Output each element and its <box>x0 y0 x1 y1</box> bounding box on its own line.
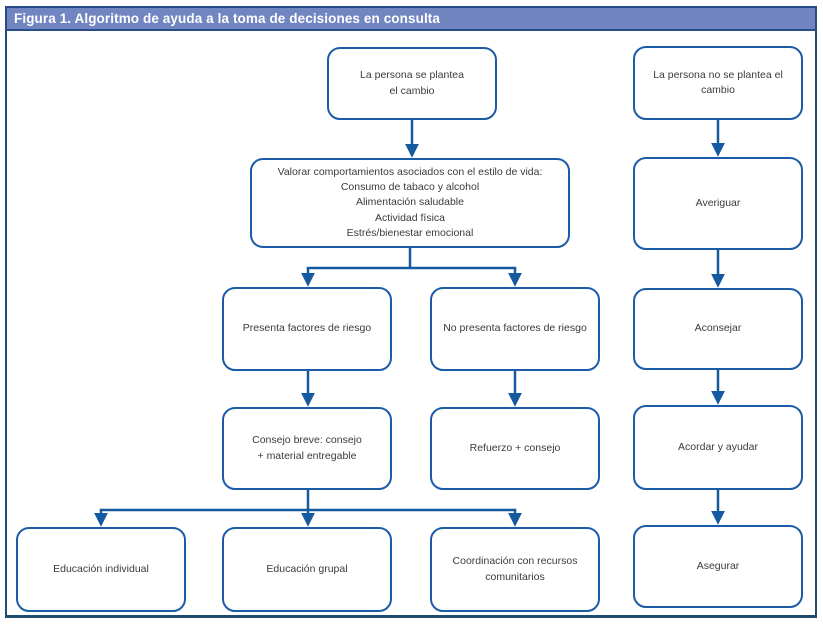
figure-title: Figura 1. Algoritmo de ayuda a la toma d… <box>14 11 441 26</box>
node-coordinacion-recursos: Coordinación con recursos comunitarios <box>430 527 600 612</box>
node-acordar-y-ayudar: Acordar y ayudar <box>633 405 803 490</box>
node-averiguar: Averiguar <box>633 157 803 250</box>
node-persona-se-plantea: La persona se plantea el cambio <box>327 47 497 120</box>
node-asegurar: Asegurar <box>633 525 803 608</box>
figure-frame <box>5 31 817 618</box>
node-presenta-factores-riesgo: Presenta factores de riesgo <box>222 287 392 371</box>
node-educacion-grupal: Educación grupal <box>222 527 392 612</box>
node-consejo-breve: Consejo breve: consejo + material entreg… <box>222 407 392 490</box>
node-aconsejar: Aconsejar <box>633 288 803 370</box>
node-valorar-comportamientos: Valorar comportamientos asociados con el… <box>250 158 570 248</box>
node-refuerzo-consejo: Refuerzo + consejo <box>430 407 600 490</box>
node-persona-no-se-plantea: La persona no se plantea el cambio <box>633 46 803 120</box>
node-educacion-individual: Educación individual <box>16 527 186 612</box>
figure-title-bar: Figura 1. Algoritmo de ayuda a la toma d… <box>5 6 817 31</box>
node-no-presenta-factores-riesgo: No presenta factores de riesgo <box>430 287 600 371</box>
